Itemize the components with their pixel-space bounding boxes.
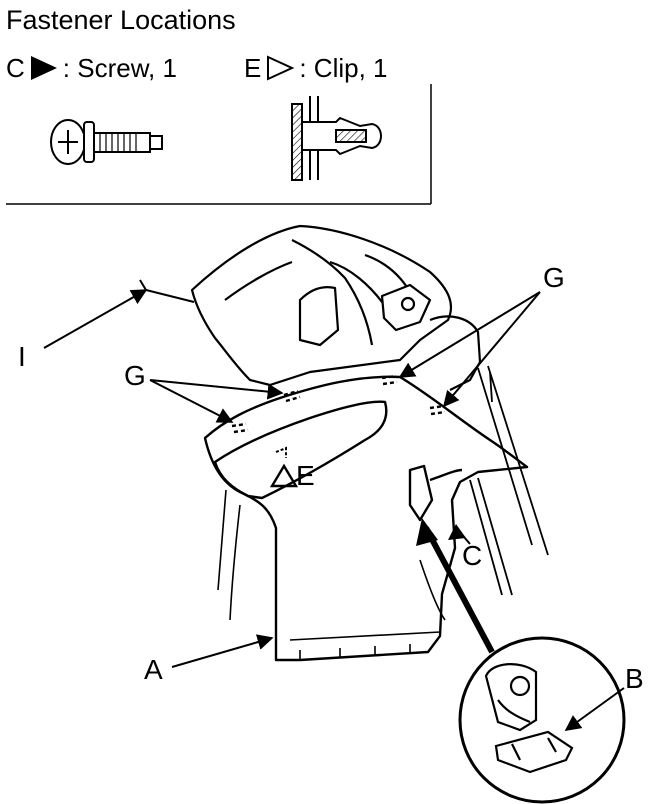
legend-item-screw: C : Screw, 1 <box>6 52 177 84</box>
callout-label-e: E <box>296 460 315 491</box>
hidden-tab-marks <box>231 374 446 434</box>
detail-inset-b <box>458 636 626 804</box>
detail-pointer-arrow <box>416 518 495 654</box>
filled-triangle-icon <box>27 53 61 83</box>
legend-text: : Clip, 1 <box>299 53 388 83</box>
leader-lines <box>43 279 625 731</box>
callout-label-g-right: G <box>543 262 565 293</box>
screw-position-marker <box>448 524 466 540</box>
callout-label-b: B <box>625 663 644 694</box>
page-title: Fastener Locations <box>6 5 236 35</box>
legend-letter: C <box>6 53 25 83</box>
lower-cover-outline <box>203 375 529 662</box>
steering-column-lines <box>469 365 549 596</box>
callout-label-c: C <box>462 540 483 571</box>
legend-text: : Screw, 1 <box>62 53 177 83</box>
legend-letter: E <box>244 53 262 83</box>
clip-position-marker <box>269 446 299 488</box>
clip-illustration <box>291 96 382 181</box>
callout-label-g-left: G <box>124 360 146 391</box>
upper-panel-outline <box>190 224 482 391</box>
callout-label-i: I <box>18 341 26 372</box>
legend-item-clip: E : Clip, 1 <box>244 52 388 84</box>
screw-illustration <box>50 119 163 165</box>
outline-triangle-icon <box>263 53 297 83</box>
legend-frame <box>6 84 432 205</box>
callout-label-a: A <box>144 654 163 685</box>
